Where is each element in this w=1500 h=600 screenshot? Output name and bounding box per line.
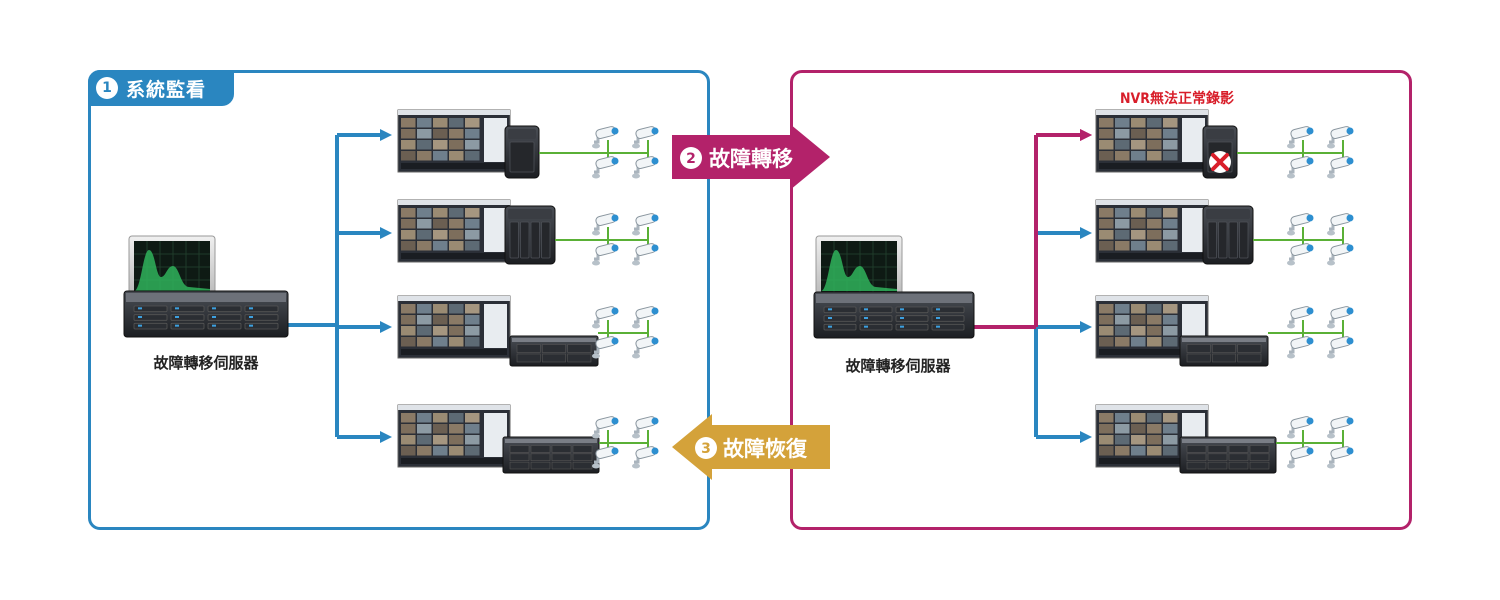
panel-title: 系統監看 (126, 78, 207, 101)
system-monitoring-panel (88, 70, 710, 530)
arrow-head (1080, 431, 1092, 443)
camera-group-right-4 (1276, 416, 1354, 469)
camera-icon (592, 306, 619, 329)
camera-group-left-3 (592, 306, 659, 359)
camera-icon (1287, 126, 1314, 149)
nvr-screen-right-4 (1095, 404, 1209, 468)
camera-icon (1287, 213, 1314, 236)
nvr-unit-2u-left (509, 335, 599, 367)
camera-icon (1327, 213, 1354, 236)
camera-icon (632, 336, 659, 359)
camera-icon (592, 243, 619, 266)
camera-icon (592, 156, 619, 179)
camera-icon (592, 446, 619, 469)
failover-server-label-right: 故障轉移伺服器 (845, 357, 951, 375)
camera-group-right-1 (1237, 126, 1354, 179)
error-x-icon (1209, 151, 1231, 173)
failover-step-number: 2 (686, 151, 696, 167)
camera-icon (592, 213, 619, 236)
failover-server-label-left: 故障轉移伺服器 (153, 354, 259, 372)
nvr-screen-left-1 (397, 109, 511, 173)
camera-icon (1327, 306, 1354, 329)
nvr-unit-3u-left (502, 436, 600, 474)
camera-icon (632, 416, 659, 439)
arrow-head (380, 227, 392, 239)
recovery-label: 故障恢復 (723, 437, 808, 461)
camera-icon (632, 446, 659, 469)
camera-group-left-2 (555, 213, 659, 266)
camera-icon (632, 306, 659, 329)
camera-icon (1287, 243, 1314, 266)
nvr-unit-3u-right (1179, 436, 1277, 474)
nvr-nas-2bay-failed (1202, 125, 1238, 179)
camera-group-left-1 (539, 126, 659, 179)
camera-icon (632, 156, 659, 179)
failover-panel (790, 70, 1412, 530)
camera-icon (1287, 416, 1314, 439)
recovery-arrow-shape (672, 414, 830, 480)
camera-icon (632, 213, 659, 236)
camera-icon (592, 336, 619, 359)
failover-server-rack-left (123, 290, 289, 338)
camera-icon (1327, 126, 1354, 149)
camera-group-left-4 (592, 416, 659, 469)
failover-server-monitor-right (815, 235, 903, 299)
nvr-nas-4bay-left (504, 205, 556, 265)
nvr-screen-right-2 (1095, 199, 1209, 263)
camera-icon (1287, 306, 1314, 329)
nvr-screen-right-1 (1095, 109, 1209, 173)
camera-icon (632, 243, 659, 266)
nvr-nas-2bay-left (504, 125, 540, 179)
nvr-screen-left-2 (397, 199, 511, 263)
arrow-head (380, 129, 392, 141)
nvr-nas-4bay-right (1202, 205, 1254, 265)
arrow-head (380, 431, 392, 443)
arrow-head (380, 321, 392, 333)
arrow-head (1080, 227, 1092, 239)
recovery-arrow: 3 故障恢復 (695, 437, 808, 461)
connection-tree-right (972, 129, 1092, 443)
nvr-screen-left-3 (397, 295, 511, 359)
camera-icon (592, 126, 619, 149)
failover-server-monitor-left (128, 235, 216, 299)
failover-arrow-shape (672, 124, 830, 190)
camera-icon (1327, 446, 1354, 469)
step-number-badge: 1 (96, 77, 118, 99)
panel-title-tab: 1 系統監看 (88, 70, 234, 106)
camera-icon (1287, 336, 1314, 359)
camera-icon (632, 126, 659, 149)
nvr-failure-warning: NVR無法正常錄影 (1120, 91, 1234, 107)
camera-icon (1327, 156, 1354, 179)
camera-icon (1327, 416, 1354, 439)
failover-server-rack-right (813, 291, 975, 339)
failover-arrow: 2 故障轉移 (680, 147, 793, 171)
camera-group-right-2 (1253, 213, 1354, 266)
camera-icon (1327, 336, 1354, 359)
connection-tree-left (288, 129, 392, 443)
nvr-screen-left-4 (397, 404, 511, 468)
camera-icon (1327, 243, 1354, 266)
arrow-head (1080, 321, 1092, 333)
camera-icon (1287, 446, 1314, 469)
nvr-unit-2u-right (1179, 335, 1269, 367)
camera-icon (1287, 156, 1314, 179)
camera-icon (592, 416, 619, 439)
camera-group-right-3 (1268, 306, 1354, 359)
recovery-step-number: 3 (701, 441, 711, 457)
failover-label: 故障轉移 (709, 147, 793, 171)
